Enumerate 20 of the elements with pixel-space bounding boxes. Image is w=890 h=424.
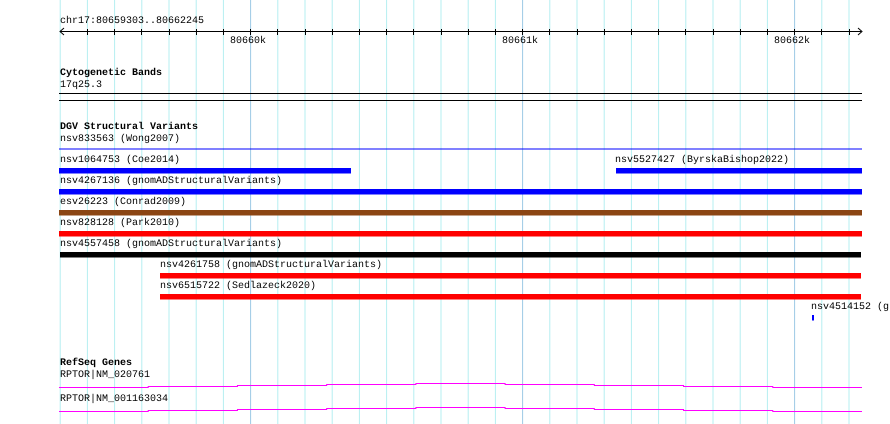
- axis-tick-label: 80662k: [774, 36, 810, 47]
- variant-label: esv26223 (Conrad2009): [60, 197, 186, 208]
- gene-label: RPTOR|NM_020761: [60, 370, 150, 381]
- variant-label: nsv828128 (Park2010): [60, 218, 180, 229]
- variant-label: nsv4514152 (g: [811, 302, 890, 313]
- track-heading: RefSeq Genes: [60, 358, 132, 369]
- variant-label: nsv4261758 (gnomADStructuralVariants): [160, 260, 382, 271]
- axis-tick-label: 80661k: [502, 36, 538, 47]
- cytoband-name: 17q25.3: [60, 80, 102, 91]
- variant-label: nsv833563 (Wong2007): [60, 134, 180, 145]
- variant-label: nsv1064753 (Coe2014): [60, 155, 180, 166]
- gene-label: RPTOR|NM_001163034: [60, 394, 168, 405]
- track-heading: Cytogenetic Bands: [60, 68, 162, 79]
- variant-label: nsv4267136 (gnomADStructuralVariants): [60, 176, 282, 187]
- track-heading: DGV Structural Variants: [60, 122, 198, 133]
- axis-tick-label: 80660k: [230, 36, 266, 47]
- locus-coordinates: chr17:80659303..80662245: [60, 16, 204, 27]
- variant-label: nsv4557458 (gnomADStructuralVariants): [60, 239, 282, 250]
- variant-label: nsv5527427 (ByrskaBishop2022): [615, 155, 790, 166]
- variant-label: nsv6515722 (Sedlazeck2020): [160, 281, 316, 292]
